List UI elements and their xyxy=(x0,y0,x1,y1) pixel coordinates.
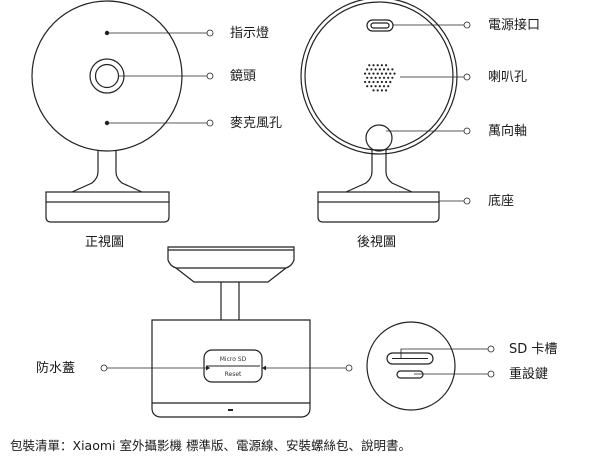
speaker-hole xyxy=(382,76,386,79)
rear-speaker-grille xyxy=(364,64,396,92)
speaker-hole xyxy=(364,80,367,84)
label-waterproof-cover: 防水蓋 xyxy=(36,361,76,376)
front-base-body xyxy=(45,202,170,223)
speaker-hole xyxy=(378,76,381,79)
bottom-body xyxy=(151,319,311,418)
front-neck xyxy=(71,151,143,193)
speaker-hole xyxy=(366,68,369,71)
speaker-hole xyxy=(376,89,379,92)
speaker-hole xyxy=(372,89,375,92)
speaker-hole xyxy=(370,68,373,71)
speaker-hole xyxy=(374,76,377,79)
rear-base-top xyxy=(317,191,440,203)
rear-camera-housing-inner xyxy=(304,1,454,151)
speaker-hole xyxy=(380,72,383,75)
speaker-hole xyxy=(368,80,371,84)
label-indicator: 指示燈 xyxy=(230,26,270,41)
speaker-hole xyxy=(372,72,375,75)
speaker-hole xyxy=(378,68,381,71)
waterproof-cover xyxy=(203,349,263,383)
zoom-sd-slot xyxy=(386,352,434,365)
caption-front-view: 正視圖 xyxy=(85,235,125,250)
front-lens-inner xyxy=(94,63,120,89)
front-base-top xyxy=(45,191,170,203)
rear-power-port-inner xyxy=(370,22,390,29)
speaker-hole xyxy=(370,76,373,79)
front-camera-drawing xyxy=(31,0,183,223)
speaker-hole xyxy=(387,68,390,71)
speaker-hole xyxy=(376,64,379,67)
speaker-hole xyxy=(387,76,390,79)
label-power-port: 電源接口 xyxy=(488,18,541,33)
label-gimbal: 萬向軸 xyxy=(488,124,528,139)
rear-camera-housing-outer xyxy=(300,0,458,155)
speaker-hole xyxy=(374,85,377,88)
zoom-reset-button xyxy=(396,370,424,379)
speaker-hole xyxy=(385,64,388,67)
label-reset-button: 重設鍵 xyxy=(509,367,549,382)
package-contents-text: 包裝清單：Xiaomi 室外攝影機 標準版、電源線、安裝螺絲包、說明書。 xyxy=(10,438,411,453)
speaker-hole xyxy=(364,72,367,75)
speaker-hole xyxy=(372,80,375,84)
label-sd-slot: SD 卡槽 xyxy=(509,342,558,357)
speaker-hole xyxy=(385,72,388,75)
label-lens: 鏡頭 xyxy=(230,69,257,84)
speaker-hole xyxy=(376,72,379,75)
zoom-detail-circle xyxy=(366,321,456,411)
speaker-hole xyxy=(382,85,386,88)
label-base: 底座 xyxy=(488,194,515,209)
speaker-hole xyxy=(368,64,371,67)
speaker-hole xyxy=(366,85,369,88)
rear-neck xyxy=(345,150,413,193)
speaker-hole xyxy=(368,72,371,75)
rear-base-body xyxy=(317,202,440,223)
label-microphone: 麥克風孔 xyxy=(230,116,283,131)
speaker-hole xyxy=(376,80,379,84)
rear-power-port-outer xyxy=(366,19,394,32)
rear-gimbal xyxy=(365,124,393,152)
speaker-hole xyxy=(380,64,383,67)
bottom-camera-drawing: Micro SD Reset xyxy=(151,246,456,418)
slot-label-microsd: Micro SD xyxy=(220,356,247,363)
speaker-hole xyxy=(391,68,394,71)
leader-lines xyxy=(100,21,495,378)
speaker-hole xyxy=(374,68,377,71)
caption-rear-view: 後視圖 xyxy=(357,235,397,250)
speaker-hole xyxy=(385,89,388,92)
slot-label-reset: Reset xyxy=(225,371,242,378)
speaker-hole xyxy=(372,64,375,67)
speaker-hole xyxy=(393,72,396,75)
bottom-mount-taper xyxy=(175,267,287,283)
speaker-hole xyxy=(389,72,392,75)
speaker-hole xyxy=(366,76,369,79)
speaker-hole xyxy=(380,80,383,84)
label-speaker: 喇叭孔 xyxy=(488,70,528,85)
speaker-hole xyxy=(370,85,373,88)
speaker-hole xyxy=(389,80,392,84)
rear-camera-drawing xyxy=(300,0,458,223)
speaker-hole xyxy=(387,85,390,88)
speaker-hole xyxy=(391,76,394,79)
speaker-hole xyxy=(380,89,383,92)
speaker-hole xyxy=(378,85,381,88)
speaker-hole xyxy=(385,80,388,84)
speaker-hole xyxy=(382,68,386,71)
